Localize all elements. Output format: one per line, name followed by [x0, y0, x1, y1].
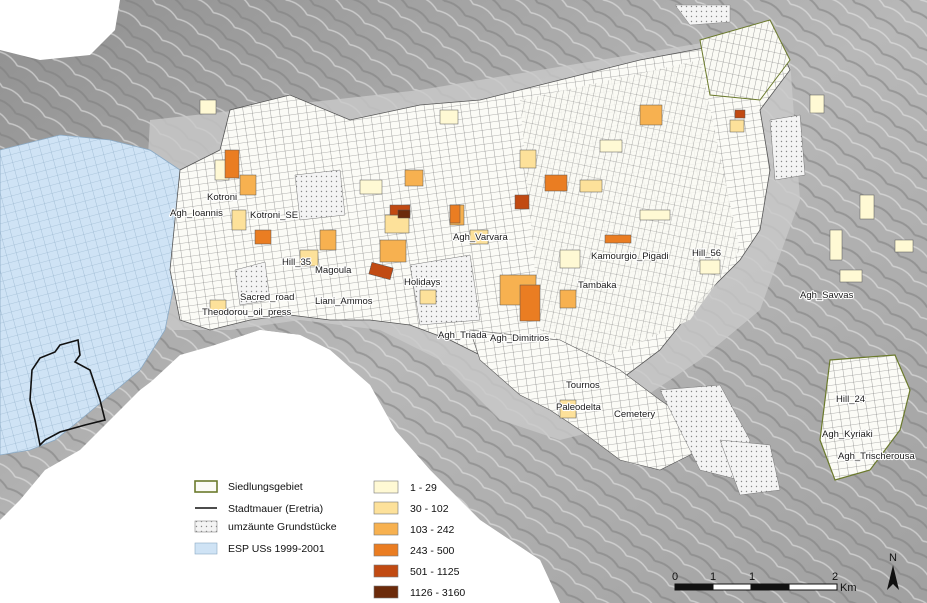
label-magoula: Magoula — [315, 265, 352, 276]
label-paleodelta: Paleodelta — [556, 402, 602, 413]
label-hill-35: Hill_35 — [282, 257, 311, 268]
label-agh-kyriaki: Agh_Kyriaki — [822, 429, 873, 440]
place-labels: Agh_Ioannis Kotroni Kotroni_SE Hill_35 M… — [169, 191, 917, 463]
label-cemetery: Cemetery — [614, 409, 655, 420]
scale-bar: 0 1 1 2 Km — [672, 571, 857, 594]
label-agh-varvara: Agh_Varvara — [453, 232, 508, 243]
north-arrow-icon — [887, 565, 899, 590]
label-agh-trischerousa: Agh_Trischerousa — [838, 451, 915, 462]
esp-survey-area — [0, 134, 186, 456]
legend-swatch-umzaunte — [194, 520, 218, 533]
legend-label-umzaunte: umzäunte Grundstücke — [228, 521, 337, 533]
north-arrow: N — [887, 552, 899, 590]
legend-class-label: 1 - 29 — [410, 482, 437, 494]
north-label: N — [889, 552, 897, 564]
legend-label-stadtmauer: Stadtmauer (Eretria) — [228, 503, 323, 515]
legend-class-swatch — [373, 522, 399, 536]
label-holidays: Holidays — [404, 277, 441, 288]
legend-class-swatch — [373, 480, 399, 494]
legend-label-siedlungsgebiet: Siedlungsgebiet — [228, 481, 303, 493]
label-agh-triada: Agh_Triada — [438, 330, 487, 341]
label-sacred-road: Sacred_road — [240, 292, 294, 303]
scale-unit: Km — [840, 582, 857, 594]
label-kotroni: Kotroni — [207, 192, 237, 203]
label-agh-dimitrios: Agh_Dimitrios — [490, 333, 549, 344]
label-liani-ammos: Liani_Ammos — [315, 296, 373, 307]
legend-classes: 1 - 29 30 - 102 103 - 242 243 - 500 501 - 11… — [373, 480, 465, 599]
scale-tick-1a: 1 — [710, 571, 716, 583]
scale-tick-2: 2 — [832, 571, 838, 583]
legend: Siedlungsgebiet Stadtmauer (Eretria) umz… — [194, 480, 465, 599]
density-parcels — [199, 94, 914, 419]
legend-class-swatch — [373, 543, 399, 557]
label-agh-savvas: Agh_Savvas — [800, 290, 854, 301]
label-agh-ioannis: Agh_Ioannis — [170, 208, 223, 219]
legend-swatch-siedlungsgebiet — [194, 480, 218, 493]
label-tambaka: Tambaka — [578, 280, 617, 291]
label-kamourgio-pigadi: Kamourgio_Pigadi — [591, 251, 669, 262]
legend-class-swatch — [373, 564, 399, 578]
legend-class-label: 103 - 242 — [410, 524, 455, 536]
legend-class-label: 243 - 500 — [410, 545, 455, 557]
sea — [0, 330, 560, 603]
label-tournos: Tournos — [566, 380, 600, 391]
label-kotroni-se: Kotroni_SE — [250, 210, 298, 221]
legend-class-label: 1126 - 3160 — [410, 587, 465, 599]
label-theodorou-oil-press: Theodorou_oil_press — [202, 307, 292, 318]
city-wall — [29, 338, 106, 447]
label-hill-56: Hill_56 — [692, 248, 721, 259]
label-hill-24: Hill_24 — [836, 394, 865, 405]
parcels — [169, 24, 806, 496]
legend-class-swatch — [373, 585, 399, 599]
legend-class-label: 501 - 1125 — [410, 566, 460, 578]
legend-class-swatch — [373, 501, 399, 515]
legend-label-esp: ESP USs 1999-2001 — [228, 543, 325, 555]
legend-swatch-esp — [194, 542, 218, 555]
scale-tick-0: 0 — [672, 571, 678, 583]
legend-class-label: 30 - 102 — [410, 503, 449, 515]
settlement-areas — [699, 19, 911, 481]
scale-tick-1b: 1 — [749, 571, 755, 583]
